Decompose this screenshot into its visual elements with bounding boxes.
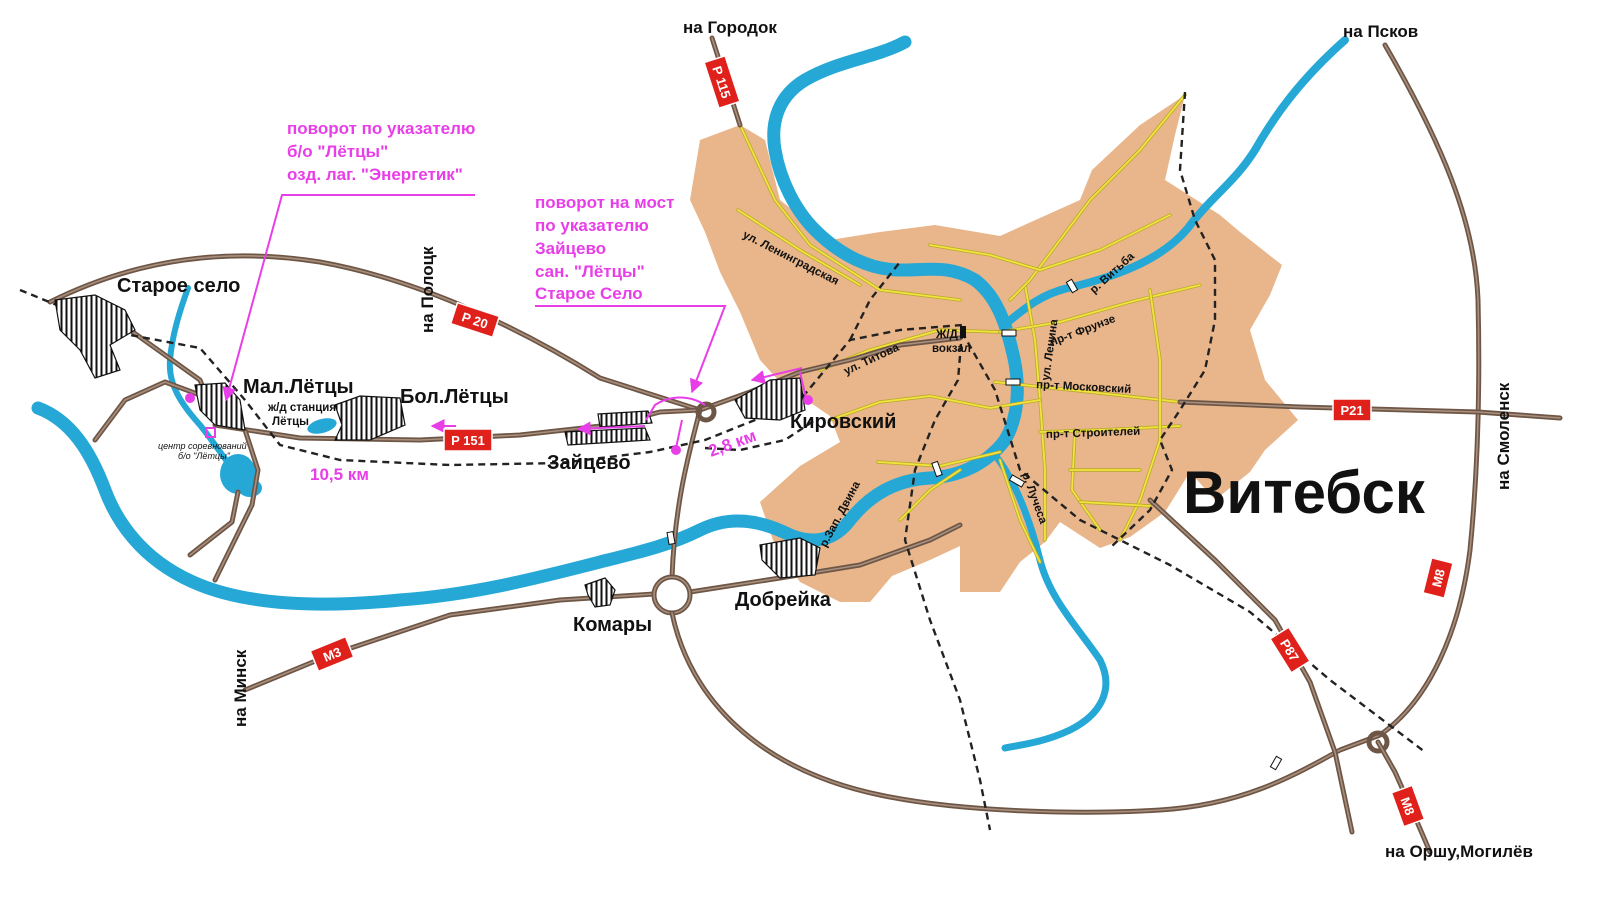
bridges (666, 278, 1283, 771)
marker-competition-center (205, 427, 216, 438)
settlement-label-kirovsky: Кировский (790, 411, 896, 433)
railway-southeast (960, 331, 1426, 753)
area-dobreyka (759, 537, 821, 579)
road-shield-m3: M3 (309, 635, 355, 673)
railway-southwest (903, 331, 992, 831)
direction-label-gorodok: на Городок (683, 18, 777, 37)
road-shield-p151-label: P 151 (451, 433, 485, 448)
route-arrow-zaitsevo (576, 421, 646, 436)
street-label-moskovsky: пр-т Московский (1036, 379, 1132, 396)
railway-bridge-branch (704, 419, 816, 452)
competition-center-label-line1: центр соревнований (158, 441, 247, 451)
lake-bol-lettsy (307, 418, 337, 434)
road-shield-m8-south-label: M8 (1397, 795, 1417, 817)
competition-center-label-line2: б/о "Лётцы" (178, 451, 231, 461)
settlement-label-dobreyka: Добрейка (735, 589, 832, 611)
area-komary (584, 577, 616, 608)
river-western-dvina (31, 35, 1024, 611)
marker-lettsy-turn (185, 393, 195, 403)
route-bridge-link (675, 419, 683, 449)
river-lettsy-stream (166, 285, 235, 471)
settlement-label-komary: Комары (573, 614, 652, 636)
river-vitba (1004, 36, 1349, 326)
area-zaitsevo-north (597, 410, 653, 428)
settlement-label-zaitsevo: Зайцево (547, 452, 631, 474)
river-luchesa (991, 451, 1110, 752)
area-kirovsky (734, 377, 806, 421)
city-area-vitebsk (690, 95, 1298, 602)
annotation-bridge-line1: поворот на мост (535, 193, 674, 212)
route-annotations (185, 194, 813, 455)
direction-label-polotsk: на Полоцк (418, 246, 437, 333)
railway-north-branch (848, 261, 901, 341)
road-shield-p21-label: P21 (1340, 403, 1363, 418)
direction-label-smolensk: на Смоленск (1494, 382, 1513, 490)
pointer-bridge-turn (535, 305, 727, 394)
marker-kirovsky (803, 395, 813, 405)
rail-station-label-line1: Ж/Д (935, 329, 958, 341)
annotation-bridge-line3: Зайцево (535, 239, 606, 258)
annotation-bridge-line2: по указателю (535, 216, 649, 235)
road-shield-p21: P21 (1332, 398, 1372, 422)
road-shield-m8-east-label: M8 (1429, 568, 1448, 589)
station-label-line2: Лётцы (272, 416, 309, 428)
road-shield-m3-label: M3 (321, 644, 343, 665)
route-kirovsky-link (799, 371, 807, 399)
road-shield-m8-south: M8 (1390, 784, 1426, 828)
road-shield-p151: P 151 (443, 428, 493, 452)
annotation-bridge-line5: Старое Село (535, 284, 643, 303)
railway-main (19, 288, 963, 467)
area-staroe-selo (54, 294, 136, 379)
city-label-vitebsk: Витебск (1183, 459, 1426, 526)
railways (19, 91, 1426, 831)
settlement-label-staroe-selo: Старое село (117, 275, 240, 297)
direction-label-orsha: на Оршу,Могилёв (1385, 842, 1533, 861)
direction-label-pskov: на Псков (1343, 22, 1418, 41)
settlement-areas (54, 294, 821, 608)
pointer-lettsy-turn (222, 194, 475, 402)
rail-station-label-line2: вокзал (932, 343, 971, 355)
distance-label-lettsy: 10,5 км (310, 465, 369, 484)
annotation-lettsy-line1: поворот по указателю (287, 119, 475, 138)
direction-label-minsk: на Минск (231, 649, 250, 727)
street-label-stroiteley: пр-т Строителей (1046, 426, 1141, 441)
station-label-line1: ж/д станция (267, 402, 336, 414)
annotation-lettsy-line2: б/о "Лётцы" (287, 142, 388, 161)
interchange-m8 (1366, 730, 1390, 754)
settlement-label-bol-lettsy: Бол.Лётцы (400, 386, 509, 408)
rail-station-mark (960, 326, 966, 338)
route-bridge-loop (645, 396, 706, 421)
settlement-label-mal-lettsy: Мал.Лётцы (243, 376, 354, 398)
road-shield-m8-east: M8 (1422, 556, 1454, 600)
annotation-lettsy-line3: озд. лаг. "Энергетик" (287, 165, 463, 184)
road-shield-p20: P 20 (449, 301, 501, 339)
route-arrow-kirovsky (750, 367, 803, 384)
railway-north (1109, 91, 1217, 549)
marker-sanatorium (671, 445, 681, 455)
area-bol-lettsy (334, 395, 406, 441)
annotation-bridge-line4: сан. "Лётцы" (535, 262, 645, 281)
junction-zaitsevo (695, 401, 717, 423)
